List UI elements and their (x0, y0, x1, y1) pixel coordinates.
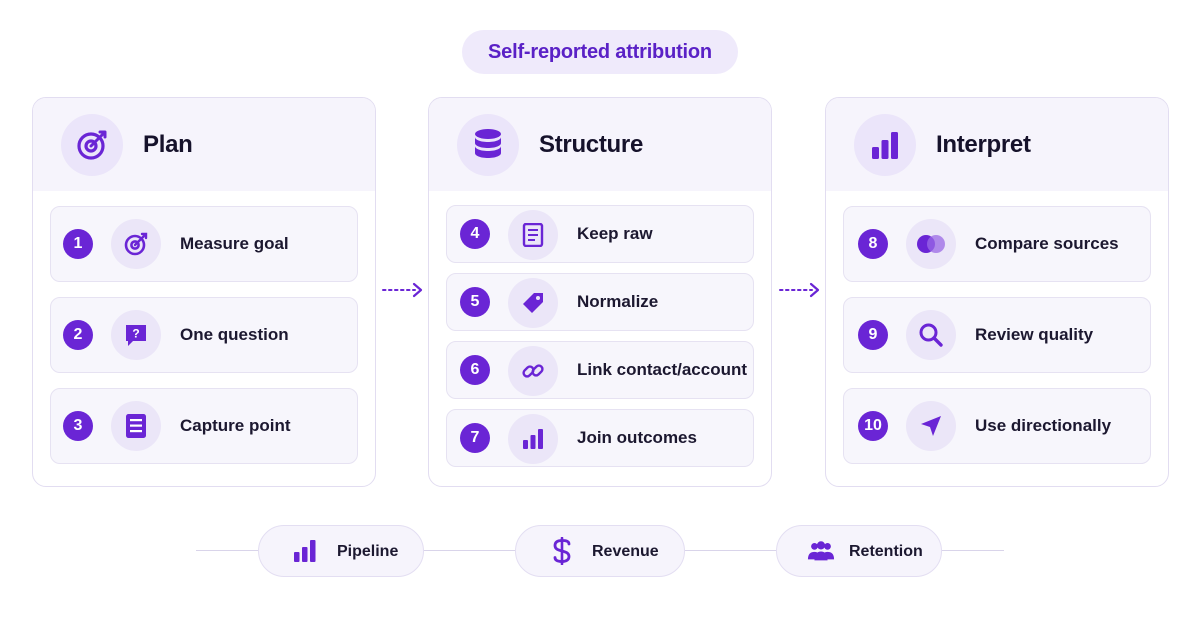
flow-arrow-icon (779, 282, 820, 298)
step-label: Measure goal (180, 234, 289, 253)
step-number: 3 (63, 411, 93, 441)
magnifier-icon (906, 310, 956, 360)
dollar-icon (548, 537, 576, 565)
panel-plan: Plan 1 Measure goal 2 ? One question 3 (32, 97, 376, 487)
svg-text:?: ? (132, 327, 139, 341)
step-6: 6 Link contact/account (446, 341, 754, 399)
bar-chart-icon (291, 537, 319, 565)
outcome-pipeline: Pipeline (258, 525, 424, 577)
panel-interpret: Interpret 8 Compare sources 9 Review qua… (825, 97, 1169, 487)
overlap-circles-icon (906, 219, 956, 269)
bar-chart-icon (508, 414, 558, 464)
outcome-retention: Retention (776, 525, 942, 577)
people-icon (807, 537, 835, 565)
outcome-label: Revenue (592, 543, 659, 560)
outcome-revenue: Revenue (515, 525, 685, 577)
step-label: Join outcomes (577, 428, 697, 447)
step-4: 4 Keep raw (446, 205, 754, 263)
bar-chart-icon (854, 113, 916, 176)
form-icon (111, 401, 161, 451)
step-number: 5 (460, 287, 490, 317)
panel-header: Plan (33, 98, 375, 191)
step-number: 9 (858, 320, 888, 350)
panel-header: Interpret (826, 98, 1168, 191)
panel-structure: Structure 4 Keep raw 5 Normalize 6 (428, 97, 772, 487)
step-number: 1 (63, 229, 93, 259)
outcome-label: Pipeline (337, 543, 399, 560)
panel-title: Structure (539, 130, 643, 158)
step-label: Use directionally (975, 416, 1112, 435)
tag-icon (508, 278, 558, 328)
step-label: Link contact/account (577, 360, 748, 379)
step-label: Compare sources (975, 234, 1119, 253)
step-label: Normalize (577, 292, 659, 311)
database-icon (457, 113, 519, 176)
question-bubble-icon: ? (111, 310, 161, 360)
target-icon (61, 113, 123, 176)
outcome-label: Retention (849, 543, 923, 560)
step-5: 5 Normalize (446, 273, 754, 331)
step-label: One question (180, 325, 289, 344)
step-8: 8 Compare sources (843, 206, 1151, 282)
panel-title: Interpret (936, 130, 1031, 158)
panel-title: Plan (143, 130, 193, 158)
step-2: 2 ? One question (50, 297, 358, 373)
document-icon (508, 210, 558, 260)
target-icon (111, 219, 161, 269)
step-label: Capture point (180, 416, 291, 435)
step-10: 10 Use directionally (843, 388, 1151, 464)
step-number: 4 (460, 219, 490, 249)
step-label: Keep raw (577, 224, 653, 243)
step-number: 6 (460, 355, 490, 385)
link-icon (508, 346, 558, 396)
step-number: 7 (460, 423, 490, 453)
step-label: Review quality (975, 325, 1094, 344)
diagram-title: Self-reported attribution (462, 30, 738, 74)
step-9: 9 Review quality (843, 297, 1151, 373)
step-number: 2 (63, 320, 93, 350)
flow-arrow-icon (382, 282, 423, 298)
panel-header: Structure (429, 98, 771, 191)
step-1: 1 Measure goal (50, 206, 358, 282)
step-3: 3 Capture point (50, 388, 358, 464)
step-number: 8 (858, 229, 888, 259)
step-7: 7 Join outcomes (446, 409, 754, 467)
navigation-arrow-icon (906, 401, 956, 451)
step-number: 10 (858, 411, 888, 441)
